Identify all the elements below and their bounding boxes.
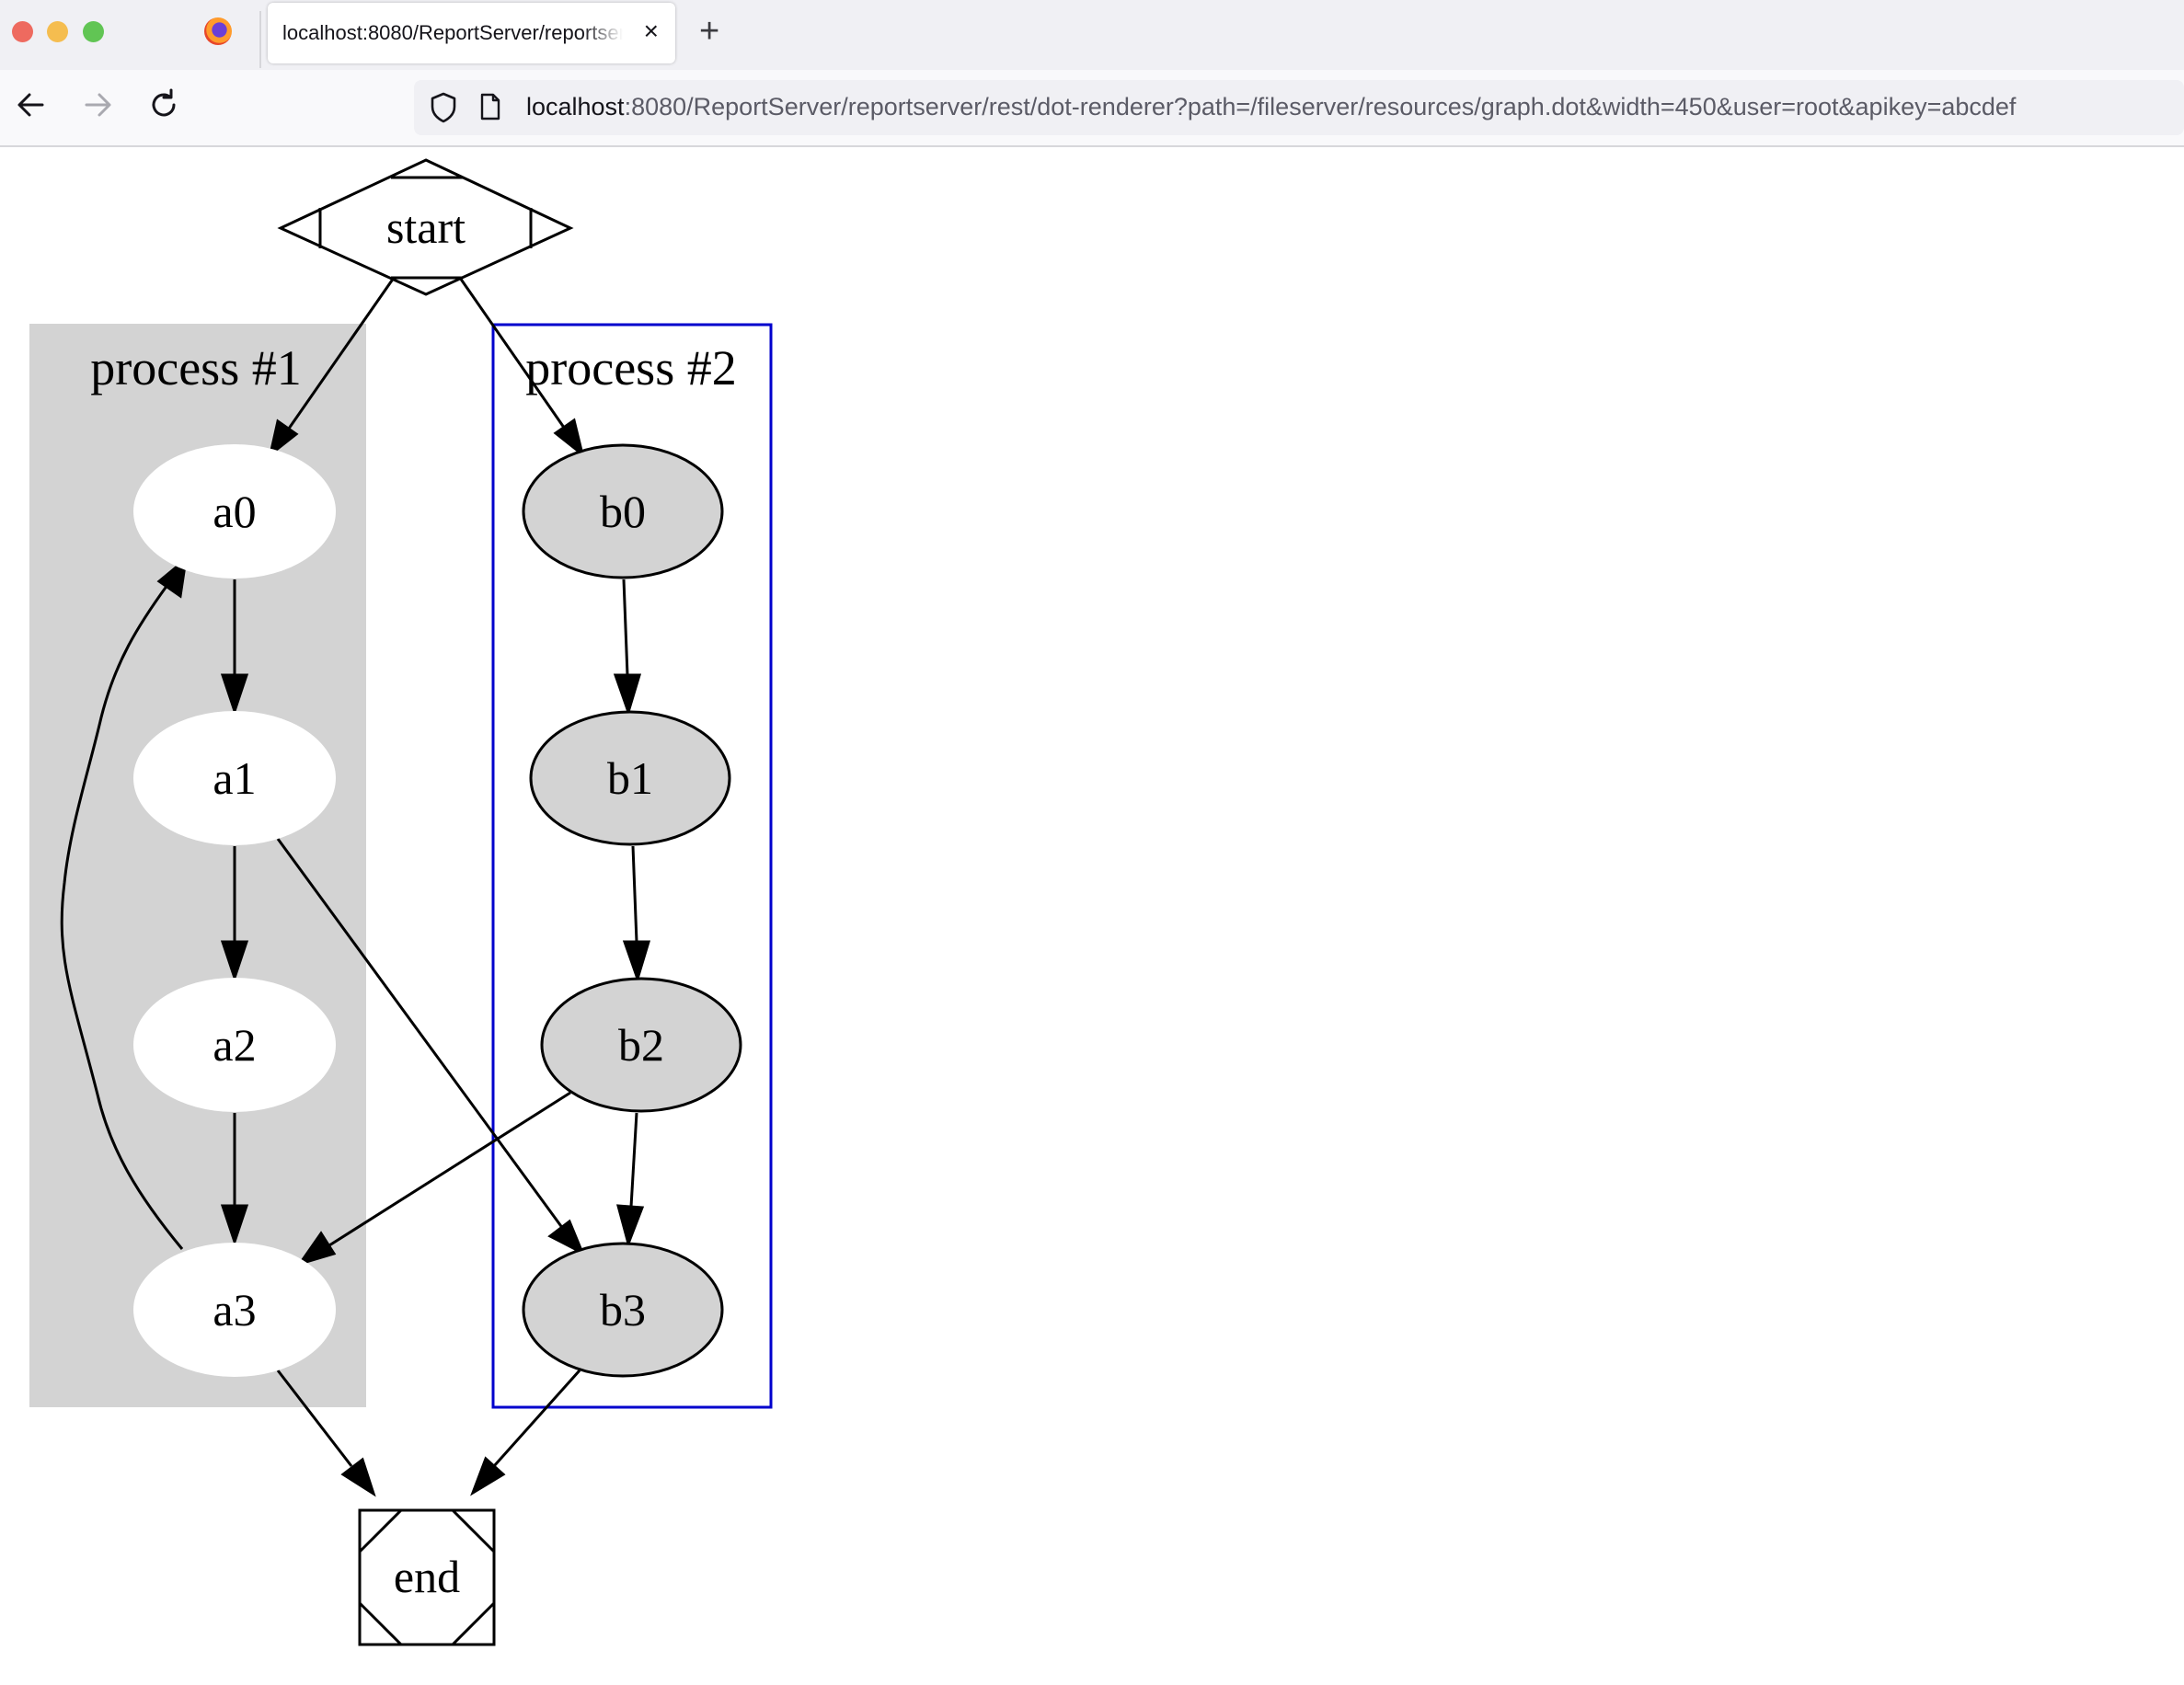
node-a0-label: a0: [213, 486, 256, 537]
edge-a3-a0-arrow: [156, 556, 189, 599]
tab-separator: [259, 11, 261, 68]
page-icon: [480, 93, 500, 120]
edge-a1-b3-arrow: [547, 1219, 585, 1256]
edge-start-a0: [274, 277, 396, 448]
node-end: end: [358, 1508, 496, 1646]
graph-diagram: process #1 process #2: [29, 158, 773, 1646]
node-a2: a2: [133, 978, 336, 1112]
edge-a0-a1-arrow: [220, 673, 249, 716]
url-path: :8080/ReportServer/reportserver/rest/dot…: [624, 93, 2017, 120]
tab-bar: localhost:8080/ReportServer/reportserver…: [0, 0, 2184, 70]
node-b3: b3: [522, 1242, 724, 1378]
node-a3-label: a3: [213, 1284, 256, 1335]
edge-b2-b3-arrow: [616, 1204, 645, 1248]
tab-close-icon[interactable]: ×: [643, 17, 659, 45]
node-start-label: start: [386, 201, 466, 253]
node-a2-label: a2: [213, 1019, 256, 1071]
node-b0: b0: [522, 443, 724, 579]
edge-start-b0-arrow: [553, 418, 585, 458]
node-end-label: end: [394, 1551, 460, 1602]
cluster-process-2: process #2: [491, 323, 773, 1409]
edges: [60, 277, 651, 1497]
page-content: process #1 process #2: [0, 147, 2184, 1685]
close-window-button[interactable]: [12, 21, 33, 42]
edge-a1-b3: [276, 838, 565, 1230]
edge-b3-end: [492, 1370, 581, 1467]
back-button[interactable]: [15, 85, 48, 135]
edge-a3-end-arrow: [340, 1457, 376, 1497]
url-bar[interactable]: localhost:8080/ReportServer/reportserver…: [414, 80, 2184, 135]
node-start: start: [277, 158, 574, 296]
minimize-window-button[interactable]: [47, 21, 68, 42]
node-a3: a3: [133, 1243, 336, 1377]
reload-button[interactable]: [147, 85, 180, 135]
tab-title: localhost:8080/ReportServer/reportserver…: [282, 21, 623, 44]
node-b2: b2: [540, 977, 742, 1113]
forward-button[interactable]: [81, 85, 114, 135]
node-b3-label: b3: [600, 1284, 646, 1335]
edge-a2-a3-arrow: [220, 1204, 249, 1246]
edge-b1-b2: [631, 845, 638, 943]
edge-b2-a3-arrow: [296, 1231, 337, 1267]
new-tab-button[interactable]: +: [699, 12, 720, 51]
shield-icon[interactable]: [430, 91, 457, 124]
reload-icon: [152, 88, 176, 117]
node-a1: a1: [133, 711, 336, 845]
node-b0-label: b0: [600, 486, 646, 537]
edge-a1-a2-arrow: [220, 940, 249, 982]
zoom-window-button[interactable]: [83, 21, 104, 42]
url-text[interactable]: localhost:8080/ReportServer/reportserver…: [526, 93, 2016, 121]
url-host: localhost: [526, 93, 625, 120]
node-b2-label: b2: [618, 1019, 664, 1071]
cluster-process-2-label: process #2: [525, 340, 736, 395]
edge-a3-end: [276, 1370, 353, 1467]
edge-start-a0-arrow: [268, 418, 299, 458]
back-arrow-icon: [17, 93, 44, 117]
edge-b2-a3: [328, 1091, 571, 1247]
cluster-process-2-box: [491, 323, 773, 1409]
active-tab[interactable]: localhost:8080/ReportServer/reportserver…: [268, 3, 675, 63]
edge-b0-b1-arrow: [613, 673, 642, 716]
forward-arrow-icon: [85, 93, 111, 117]
edge-start-b0: [458, 277, 570, 435]
edge-b2-b3: [629, 1112, 638, 1208]
firefox-icon: [204, 17, 232, 45]
node-b1: b1: [529, 710, 731, 846]
edge-b1-b2-arrow: [622, 940, 651, 983]
node-b1-label: b1: [607, 752, 653, 804]
edge-b3-end-arrow: [470, 1456, 506, 1496]
navigation-bar: localhost:8080/ReportServer/reportserver…: [0, 70, 2184, 147]
node-a1-label: a1: [213, 752, 256, 804]
node-a0: a0: [133, 444, 336, 579]
edge-a3-a0: [60, 584, 184, 1250]
edge-b0-b1: [622, 579, 629, 676]
cluster-process-1-label: process #1: [90, 340, 301, 395]
